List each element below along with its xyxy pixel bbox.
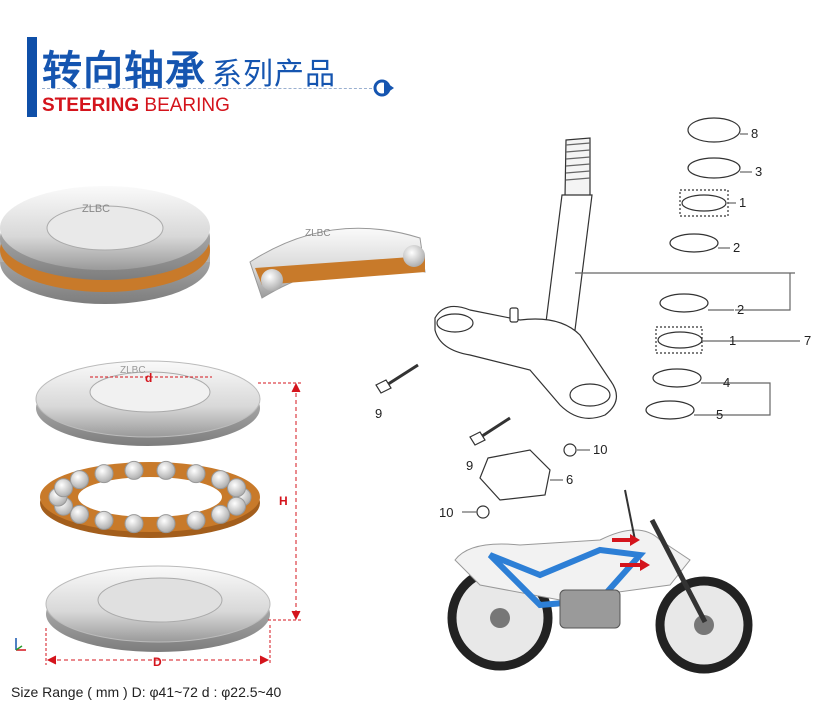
callout-2b: 2	[737, 302, 744, 317]
callout-1a: 1	[739, 195, 746, 210]
page-subtitle: STEERING BEARING	[42, 95, 230, 117]
title-cn-sub: 系列产品	[212, 57, 336, 92]
bearing-ball	[156, 514, 176, 534]
bearing-ball	[94, 464, 114, 484]
bearing-ball	[70, 504, 89, 524]
bearing-ball	[186, 510, 206, 530]
dim-D-label: D	[153, 655, 162, 669]
callout-3: 3	[755, 164, 762, 179]
bearing-ball	[156, 460, 176, 480]
bearing-ball	[94, 510, 114, 530]
callout-1b: 1	[729, 333, 736, 348]
engraving-3: ZLBC	[120, 365, 146, 376]
bearing-ball	[211, 504, 230, 524]
title-en-bold: STEERING	[42, 95, 140, 116]
size-range-text: Size Range ( mm ) D: φ41~72 d : φ22.5~40	[11, 684, 282, 700]
exploded-cage	[40, 460, 260, 538]
callout-8: 8	[751, 126, 758, 141]
cutaway-bearing: ZLBC	[249, 227, 426, 299]
exploded-bottom-washer	[45, 565, 271, 652]
callout-2a: 2	[733, 240, 740, 255]
callout-4: 4	[723, 375, 730, 390]
motorcycle-illustration	[447, 489, 753, 674]
bearing-ball	[227, 496, 246, 516]
bearing-ball	[211, 470, 230, 490]
title-en-rest: BEARING	[139, 95, 230, 116]
callout-10a: 10	[593, 442, 607, 457]
title-divider	[42, 88, 372, 89]
bearing-ball	[70, 470, 89, 490]
bearing-ball	[124, 514, 144, 534]
title-accent-bar	[27, 37, 37, 117]
engraving-1: ZLBC	[82, 203, 110, 215]
dim-d-label: d	[145, 371, 152, 385]
bearing-ball	[227, 478, 246, 498]
arrow-right-icon	[373, 79, 394, 97]
bearing-ball	[124, 460, 144, 480]
callout-5: 5	[716, 407, 723, 422]
callout-9a: 9	[375, 406, 382, 421]
engraving-2: ZLBC	[305, 228, 331, 239]
bearing-balls	[48, 460, 252, 534]
dim-h-label: H	[279, 494, 288, 508]
dimension-lines	[45, 382, 302, 665]
callout-7: 7	[804, 333, 811, 348]
diagram-callouts: 8 3 1 2 2 1 7 4 5 9 9 10 6 10	[375, 126, 811, 520]
page-title: 转向轴承系列产品	[42, 38, 336, 96]
bearing-ball	[186, 464, 206, 484]
bearing-ball	[54, 478, 73, 498]
assembled-bearing: ZLBC	[0, 186, 210, 304]
callout-10b: 10	[439, 505, 453, 520]
steering-stem-diagram	[375, 117, 800, 519]
exploded-top-washer: ZLBC d	[35, 360, 261, 446]
callout-6: 6	[566, 472, 573, 487]
title-cn-main: 转向轴承	[42, 48, 206, 94]
axis-glyph-icon	[15, 638, 26, 651]
callout-9b: 9	[466, 458, 473, 473]
